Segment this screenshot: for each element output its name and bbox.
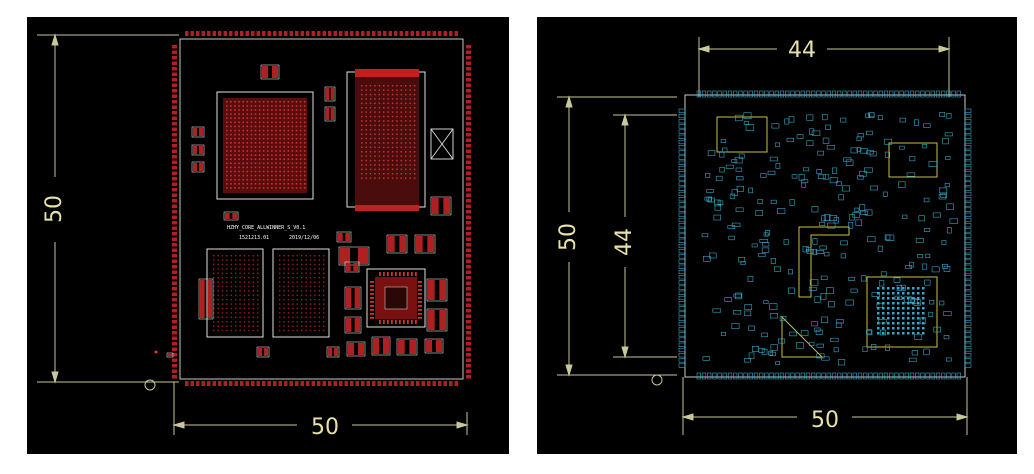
dim-top-right: 44	[788, 38, 816, 63]
fiducial-dot	[154, 350, 158, 354]
pcb-bottom-view: 44 50 44 50	[537, 17, 1017, 454]
dim-left-outer-right: 50	[556, 223, 581, 251]
board-date: 2019/12/06	[289, 235, 319, 241]
dim-left-inner-right: 44	[612, 228, 637, 256]
left-dimension-lines	[37, 33, 469, 435]
edge-pads-bottom	[678, 90, 972, 380]
weee-symbol	[430, 128, 454, 160]
edge-pads	[172, 31, 471, 386]
soc-bga	[216, 91, 314, 200]
pcb-top-view: 50 50	[27, 17, 509, 454]
pmic-qfn	[366, 268, 426, 328]
board-title: HZHY_CORE_ALLWINNER_S_V0.1	[227, 225, 305, 231]
dim-bottom-right: 50	[811, 408, 839, 433]
dim-height-left: 50	[42, 195, 67, 223]
copper-traces	[716, 116, 938, 358]
ddr-chip-2	[272, 248, 330, 338]
smd-pads-bottom	[701, 112, 958, 366]
board-code: 1521213.01	[239, 235, 269, 241]
board-outline	[179, 38, 464, 380]
pcb-top-svg: 50 50	[37, 31, 471, 440]
flash-module	[346, 69, 426, 211]
ddr-chip-1	[206, 248, 264, 338]
pcb-bottom-svg: 44 50 44 50	[556, 37, 972, 435]
right-dimension-lines	[557, 37, 969, 435]
board-outline-bottom	[684, 94, 966, 378]
dim-width-left: 50	[311, 415, 339, 440]
passive-components	[166, 64, 452, 358]
